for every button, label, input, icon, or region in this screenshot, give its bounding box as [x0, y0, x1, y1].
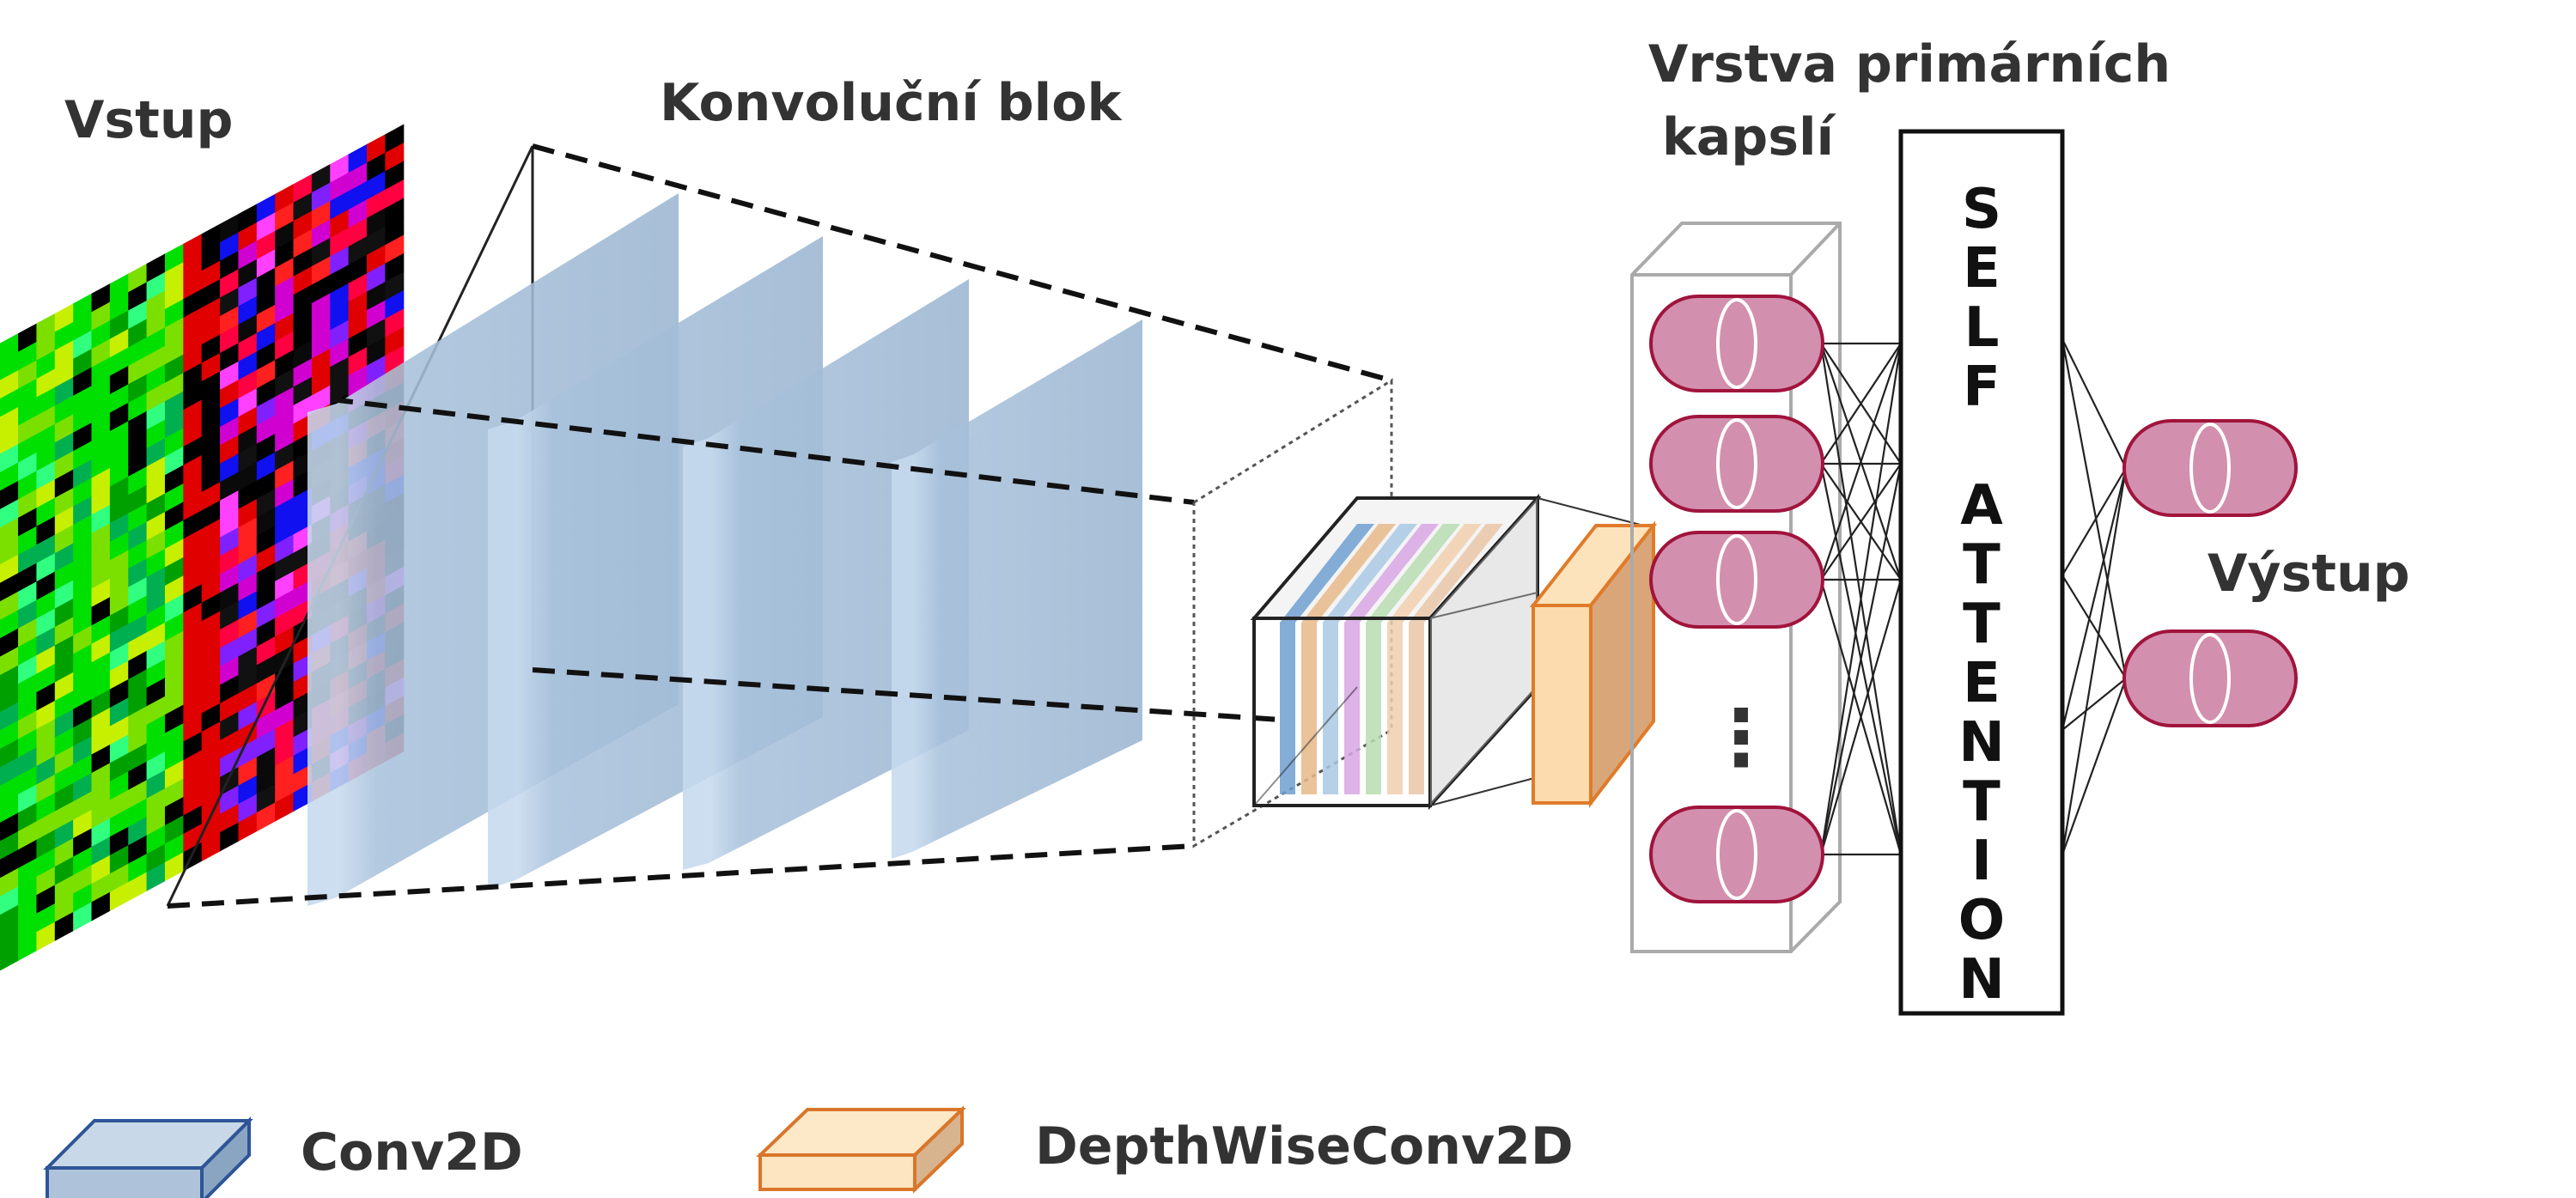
attention-letter: I [1971, 830, 1992, 893]
capsule-connections [1819, 338, 2128, 856]
attention-letter: T [1963, 533, 2001, 597]
legend-item-depthwise: DepthWiseConv2D [756, 1105, 1574, 1194]
connection-line [2061, 678, 2127, 731]
attention-letter: E [1963, 237, 2001, 301]
attention-letter: A [1960, 474, 2003, 538]
capsule [2122, 629, 2298, 727]
attention-letter: S [1962, 178, 2001, 241]
input-label: Vstup [64, 90, 234, 150]
primary-capsules [1649, 295, 1824, 903]
capsule [1649, 295, 1824, 392]
legend-item-conv2d: Conv2D [43, 1116, 523, 1198]
capsule [1649, 415, 1824, 513]
connection-line [2061, 338, 2128, 679]
connection-line [1820, 343, 1902, 465]
legend-label: DepthWiseConv2D [1035, 1116, 1574, 1177]
attention-letter: O [1958, 889, 2005, 952]
connection-line [1819, 343, 1903, 581]
output-label: Výstup [2208, 544, 2410, 604]
capsule [2122, 419, 2298, 517]
attention-letter: T [1963, 593, 2001, 656]
primary-caps-label-line2: kapslí [1662, 107, 1837, 167]
conv-plate [892, 319, 1142, 859]
conv-block-label: Konvoluční blok [660, 73, 1123, 133]
frustum-end-frame [1192, 378, 1393, 848]
attention-letter: N [1958, 711, 2005, 775]
feature-cube [1250, 493, 1542, 811]
attention-letter: F [1963, 356, 2001, 419]
attention-letter: T [1963, 770, 2001, 834]
conv-block [308, 193, 1142, 906]
legend: Conv2D DepthWiseConv2D [43, 1105, 1574, 1198]
connection-line [2061, 467, 2127, 576]
connection-line [1819, 579, 1903, 855]
capsule [1649, 806, 1824, 903]
output-capsules [2122, 419, 2298, 727]
connection-line [2061, 678, 2128, 855]
attention-letter: E [1963, 652, 2001, 715]
primary-caps-label-line1: Vrstva primárních [1648, 34, 2171, 94]
connection-line [1819, 463, 1903, 855]
depthwise-block [1529, 520, 1658, 808]
connection-line [2061, 467, 2128, 855]
feature-slices [1280, 524, 1503, 794]
attention-letter: L [1964, 296, 2000, 360]
connection-line [2061, 467, 2128, 731]
connection-line [2061, 575, 2127, 679]
capsule-ellipsis: ⋮ [1702, 693, 1780, 783]
conv-frustum-dashed [167, 143, 1392, 909]
attention-letter: N [1958, 948, 2005, 1012]
connection-line [1819, 343, 1903, 855]
connection-line [1820, 463, 1902, 581]
capsule [1649, 531, 1824, 629]
connection-line [2061, 338, 2127, 469]
legend-label: Conv2D [301, 1122, 523, 1183]
